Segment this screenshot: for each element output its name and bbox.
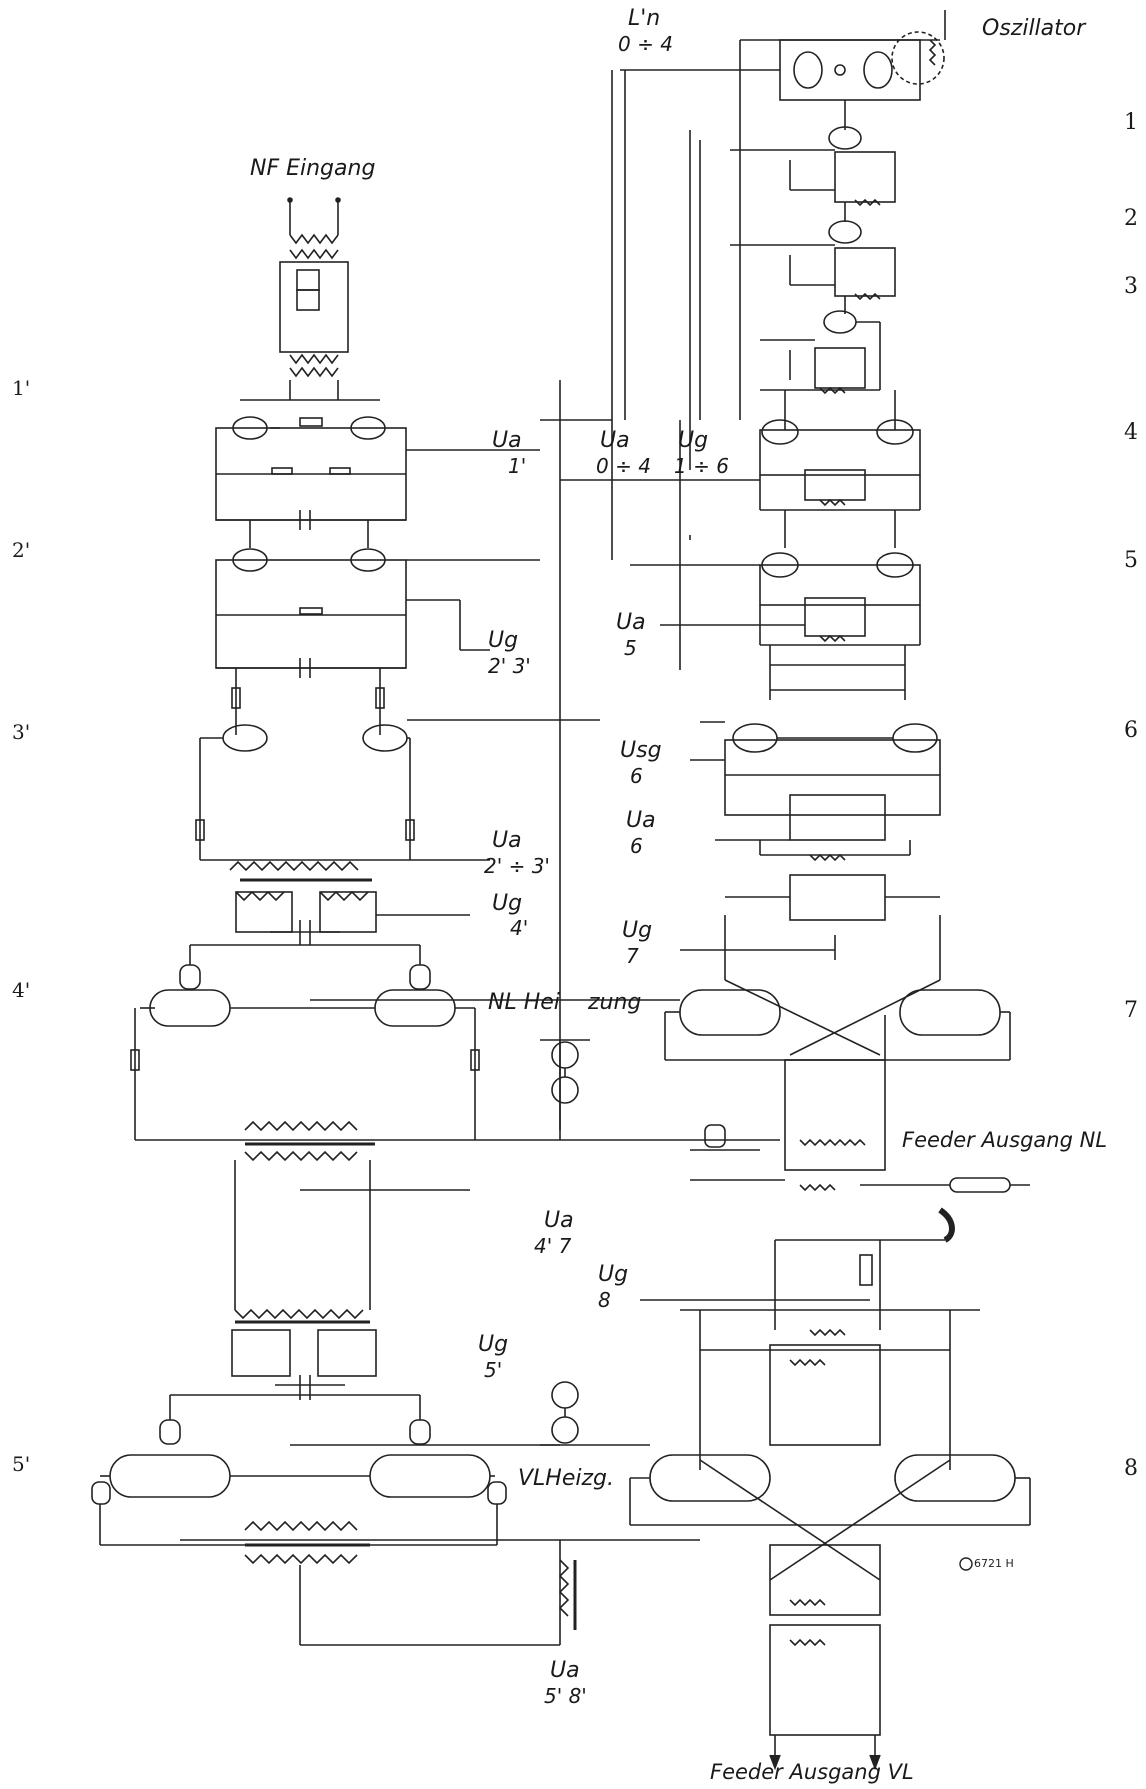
ln-label: L'n [628, 6, 661, 31]
mg-set-vl [540, 1381, 650, 1446]
stage-1-block [730, 126, 896, 222]
stage-3-number: 3 [1124, 274, 1138, 299]
stage-5p-number: 5' [12, 1452, 31, 1476]
oscillator-block [620, 10, 946, 130]
ug-7-sub: 7 [626, 944, 639, 968]
usg-6-sub: 6 [630, 764, 643, 788]
stage-2p-block [215, 520, 540, 678]
stage-4p-block [130, 944, 780, 1162]
ua-2p-3p-label: Ua [492, 828, 522, 853]
usg-6-label: Usg [620, 738, 662, 763]
stage-1p-block [215, 399, 540, 530]
transformer-3p-4p [235, 890, 470, 945]
oscillator-label: Oszillator [982, 16, 1086, 41]
ug-8-sub: 8 [598, 1288, 611, 1312]
stage-3-block [760, 310, 881, 395]
ua-1p-sub: 1' [508, 454, 527, 478]
stage-3p-number: 3' [12, 720, 31, 744]
nl-heating-label-b: zung [588, 990, 642, 1015]
ug-1-6-label: Ug [678, 428, 709, 453]
feeder-output-nl-label: Feeder Ausgang NL [902, 1128, 1108, 1152]
ua-4p-7-label: Ua [544, 1208, 574, 1233]
chassis-mark [959, 1557, 973, 1571]
ua-4p-7-sub: 4' 7 [534, 1234, 572, 1258]
ug-4p-sub: 4' [510, 916, 529, 940]
stage-5-block [630, 510, 921, 646]
ua-1p-label: Ua [492, 428, 522, 453]
ua-0-4-label: Ua [600, 428, 630, 453]
ug-1-6-range: 1 ÷ 6 [674, 454, 729, 478]
ua-5-sub: 5 [624, 636, 637, 660]
nl-heating-label-a: NL Hei [488, 990, 560, 1015]
ug-5p-label: Ug [478, 1332, 509, 1357]
ua-5-label: Ua [616, 610, 646, 635]
ua-5p-8p-label: Ua [550, 1658, 580, 1683]
stage-5-number: 5 [1124, 548, 1138, 573]
stage-7-block [664, 874, 1030, 1193]
stage-8-block [629, 1207, 1031, 1771]
stage-2p-number: 2' [12, 538, 31, 562]
transformer-4p-5p [231, 1160, 470, 1400]
ug-5p-sub: 5' [484, 1358, 503, 1382]
stage-4-block [560, 390, 921, 511]
ug-2p-3p-sub: 2' 3' [488, 654, 531, 678]
vl-heating-label: VLHeizg. [518, 1466, 615, 1491]
ua-0-4-range: 0 ÷ 4 [596, 454, 651, 478]
stage-8-number: 8 [1124, 1456, 1138, 1481]
stage-2-number: 2 [1124, 206, 1138, 231]
ug-4p-label: Ug [492, 891, 523, 916]
supply-buses [540, 40, 741, 1140]
stage-6-number: 6 [1124, 718, 1138, 743]
stage-2-block [730, 220, 896, 314]
ua-6-label: Ua [626, 808, 656, 833]
stage-5p-block [91, 1394, 700, 1646]
stage-4-number: 4 [1124, 420, 1138, 445]
ug-8-label: Ug [598, 1262, 629, 1287]
ua-2p-3p-sub: 2' ÷ 3' [484, 854, 550, 878]
feeder-output-vl-label: Feeder Ausgang VL [710, 1760, 914, 1784]
stage-1p-number: 1' [12, 376, 31, 400]
stage-4p-number: 4' [12, 978, 31, 1002]
nf-input-label: NF Eingang [250, 156, 376, 181]
ua-5p-8p-sub: 5' 8' [544, 1684, 587, 1708]
mg-set-nl [540, 1039, 590, 1104]
ug-2p-3p-label: Ug [488, 628, 519, 653]
nf-input-transformer [279, 197, 349, 400]
stage-1-number: 1 [1124, 110, 1138, 135]
drawing-mark: 6721 H [974, 1557, 1014, 1570]
ug-7-label: Ug [622, 918, 653, 943]
ua-6-sub: 6 [630, 834, 643, 858]
stage-6-block [690, 645, 941, 862]
stage-7-number: 7 [1124, 998, 1138, 1023]
stage-3p-block [195, 668, 600, 882]
ln-range: 0 ÷ 4 [618, 32, 673, 56]
